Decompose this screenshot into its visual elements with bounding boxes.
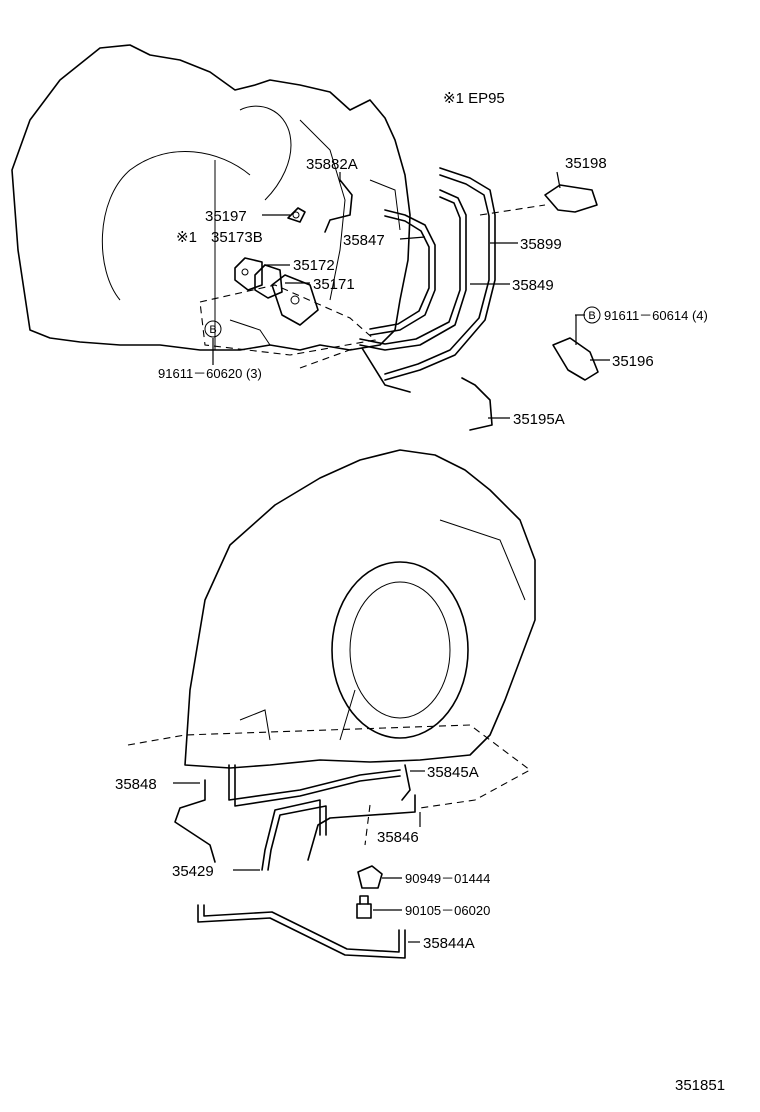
label-35846: 35846 [377, 829, 419, 846]
label-35171: 35171 [313, 276, 355, 293]
part-35845A [401, 764, 411, 801]
part-35847 [369, 209, 436, 336]
label-91611-60620: 91611－60620 (3) [158, 366, 262, 381]
part-35429 [261, 799, 321, 871]
part-35849 [359, 189, 467, 351]
upper-dashed-outline [199, 284, 377, 356]
lower-transaxle-housing [184, 449, 536, 769]
part-35195A [461, 377, 493, 431]
part-35198 [544, 184, 598, 213]
svg-text:B: B [209, 324, 216, 336]
bolt-marker-right: B [583, 306, 601, 324]
figure-number: 351851 [675, 1077, 725, 1094]
label-35849: 35849 [512, 277, 554, 294]
bolt-marker-upper: B [204, 320, 222, 338]
lower-dashed-outline [127, 724, 532, 809]
label-35197: 35197 [205, 208, 247, 225]
label-35844A: 35844A [423, 935, 475, 952]
leader-lines [173, 171, 610, 943]
label-35847: 35847 [343, 232, 385, 249]
label-35172: 35172 [293, 257, 335, 274]
label-35195A: 35195A [513, 411, 565, 428]
label-35173B-prefix: ※1 [176, 229, 197, 246]
label-35173B: 35173B [211, 229, 263, 246]
part-90949-01444 [357, 865, 383, 889]
label-35899: 35899 [520, 236, 562, 253]
part-90105-06020 [356, 895, 372, 919]
label-35848: 35848 [115, 776, 157, 793]
svg-text:B: B [588, 310, 595, 322]
part-35882A [324, 179, 353, 233]
part-35848 [174, 779, 216, 863]
note-ep95: ※1 EP95 [443, 90, 505, 107]
label-90105-06020: 90105－06020 [405, 903, 490, 918]
upper-transaxle-housing [11, 44, 411, 351]
label-35198: 35198 [565, 155, 607, 172]
part-35899 [384, 167, 496, 381]
part-35846 [307, 794, 416, 861]
part-35844A [197, 904, 406, 959]
label-35845A: 35845A [427, 764, 479, 781]
part-35196 [552, 337, 599, 381]
label-35882A: 35882A [306, 156, 358, 173]
label-90949-01444: 90949－01444 [405, 871, 490, 886]
label-35429: 35429 [172, 863, 214, 880]
label-35196: 35196 [612, 353, 654, 370]
part-35197 [287, 207, 306, 223]
label-91611-60614: 91611－60614 (4) [604, 308, 708, 323]
